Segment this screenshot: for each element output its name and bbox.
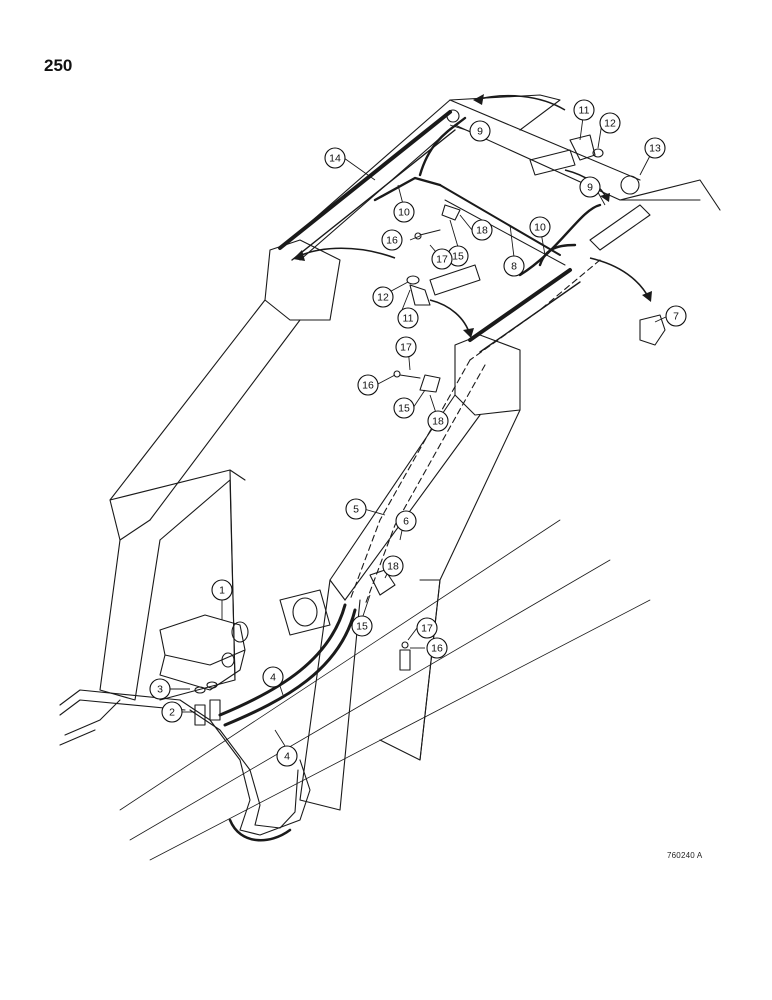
callout-label: 11: [579, 105, 590, 117]
callout-label: 9: [477, 126, 483, 138]
callout-17: 17: [416, 617, 438, 639]
callout-circle: [393, 397, 415, 419]
callout-13: 13: [644, 137, 666, 159]
callout-label: 4: [284, 751, 290, 763]
callout-circle: [431, 248, 453, 270]
callout-11: 11: [397, 307, 419, 329]
callout-18: 18: [382, 555, 404, 577]
callout-circle: [393, 201, 415, 223]
callout-18: 18: [427, 410, 449, 432]
callout-label: 11: [403, 313, 414, 325]
callout-label: 7: [673, 311, 679, 323]
callout-label: 10: [398, 207, 410, 219]
callout-5: 5: [345, 498, 367, 520]
callout-circle: [416, 617, 438, 639]
callout-label: 3: [157, 684, 163, 696]
callout-circle: [324, 147, 346, 169]
callout-label: 15: [398, 403, 410, 415]
callout-label: 9: [587, 182, 593, 194]
callout-circle: [397, 307, 419, 329]
callout-label: 17: [400, 342, 412, 354]
callout-label: 10: [534, 222, 546, 234]
callout-17: 17: [431, 248, 453, 270]
callout-label: 5: [353, 504, 359, 516]
callout-label: 16: [362, 380, 374, 392]
callout-10: 10: [529, 216, 551, 238]
callout-circle: [469, 120, 491, 142]
callout-4: 4: [262, 666, 284, 688]
callout-circle: [426, 637, 448, 659]
callout-circle: [345, 498, 367, 520]
callout-17: 17: [395, 336, 417, 358]
callout-circle: [381, 229, 403, 251]
callout-label: 4: [270, 672, 276, 684]
figure-code: 760240 A: [667, 851, 703, 860]
callout-15: 15: [393, 397, 415, 419]
callout-label: 15: [452, 251, 464, 263]
callout-12: 12: [372, 286, 394, 308]
callout-label: 2: [169, 707, 175, 719]
callout-2: 2: [161, 701, 183, 723]
callout-label: 1: [219, 585, 225, 597]
callout-14: 14: [324, 147, 346, 169]
callout-11: 11: [573, 99, 595, 121]
page-number: 250: [44, 56, 73, 75]
callout-7: 7: [665, 305, 687, 327]
callout-12: 12: [599, 112, 621, 134]
callout-label: 18: [432, 416, 444, 428]
callout-circle: [471, 219, 493, 241]
callout-3: 3: [149, 678, 171, 700]
callout-label: 12: [377, 292, 389, 304]
callout-circle: [427, 410, 449, 432]
callout-16: 16: [381, 229, 403, 251]
callout-label: 15: [356, 621, 368, 633]
callout-circle: [161, 701, 183, 723]
callout-circle: [503, 255, 525, 277]
callout-16: 16: [426, 637, 448, 659]
callout-9: 9: [469, 120, 491, 142]
callout-circle: [644, 137, 666, 159]
callout-16: 16: [357, 374, 379, 396]
callout-circle: [395, 510, 417, 532]
callout-circle: [372, 286, 394, 308]
callout-circle: [529, 216, 551, 238]
callout-label: 13: [649, 143, 661, 155]
callout-circle: [382, 555, 404, 577]
callout-circle: [149, 678, 171, 700]
callout-circle: [599, 112, 621, 134]
callout-circle: [357, 374, 379, 396]
callout-1: 1: [211, 579, 233, 601]
callout-15: 15: [351, 615, 373, 637]
callout-4: 4: [276, 745, 298, 767]
callout-circle: [262, 666, 284, 688]
callout-label: 17: [421, 623, 433, 635]
callout-label: 16: [386, 235, 398, 247]
callout-label: 18: [387, 561, 399, 573]
callout-9: 9: [579, 176, 601, 198]
callout-circle: [665, 305, 687, 327]
callout-circle: [211, 579, 233, 601]
callout-circle: [276, 745, 298, 767]
callout-label: 12: [604, 118, 616, 130]
callout-label: 17: [436, 254, 448, 266]
callout-circle: [395, 336, 417, 358]
callout-10: 10: [393, 201, 415, 223]
callout-circle: [351, 615, 373, 637]
callout-8: 8: [503, 255, 525, 277]
callout-label: 16: [431, 643, 443, 655]
callout-circle: [579, 176, 601, 198]
callout-label: 18: [476, 225, 488, 237]
callout-circle: [573, 99, 595, 121]
callout-18: 18: [471, 219, 493, 241]
callout-6: 6: [395, 510, 417, 532]
callout-label: 8: [511, 261, 517, 273]
callout-label: 6: [403, 516, 409, 528]
callout-label: 14: [329, 153, 341, 165]
